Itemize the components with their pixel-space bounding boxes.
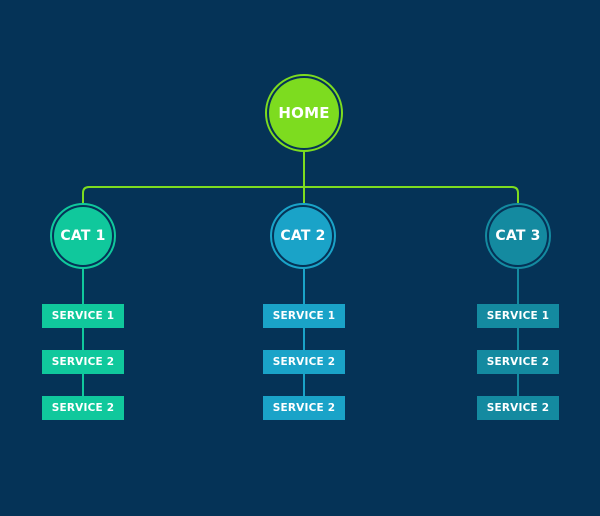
cat3-node-ring <box>485 203 551 269</box>
cat1-service-box: SERVICE 2 <box>42 350 124 374</box>
cat2-service-box: SERVICE 2 <box>263 396 345 420</box>
cat2-service-box: SERVICE 2 <box>263 350 345 374</box>
cat1-service-box: SERVICE 2 <box>42 396 124 420</box>
cat3-node: CAT 3 <box>489 207 547 265</box>
cat3-service-box: SERVICE 2 <box>477 350 559 374</box>
cat3-service-box: SERVICE 2 <box>477 396 559 420</box>
cat1-node: CAT 1 <box>54 207 112 265</box>
cat2-node: CAT 2 <box>274 207 332 265</box>
connector-horizontal-bar <box>82 186 519 203</box>
cat3-service-box: SERVICE 1 <box>477 304 559 328</box>
cat1-service-box: SERVICE 1 <box>42 304 124 328</box>
cat2-node-ring <box>270 203 336 269</box>
cat2-service-box: SERVICE 1 <box>263 304 345 328</box>
cat1-node-ring <box>50 203 116 269</box>
home-node-ring <box>265 74 343 152</box>
home-node: HOME <box>269 78 339 148</box>
